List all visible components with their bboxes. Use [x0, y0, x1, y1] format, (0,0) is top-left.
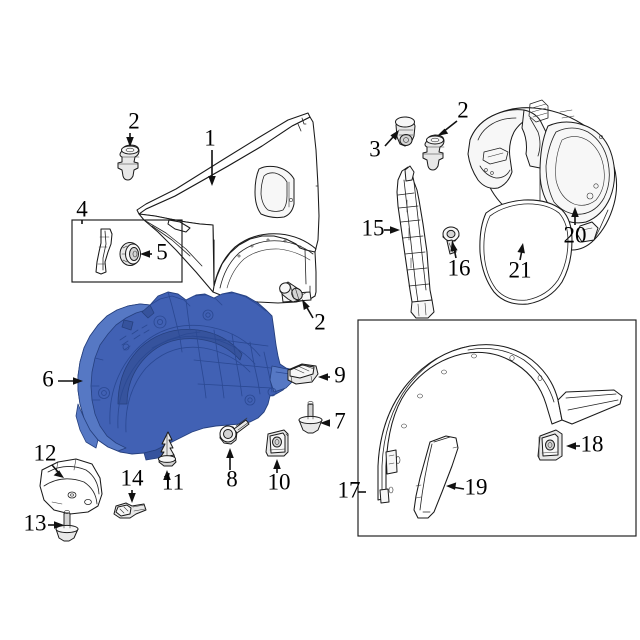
part-fender-reinforcement-bracket: [396, 165, 435, 319]
callout-label-5: 5: [156, 239, 168, 264]
callout-label-13: 13: [24, 510, 47, 535]
callout-label-6: 6: [42, 366, 54, 391]
callout-label-2c: 2: [314, 309, 326, 334]
callout-label-18: 18: [581, 431, 604, 456]
part-fender-retainer-screw-b: [422, 134, 445, 171]
part-deflector-screw: [55, 510, 79, 542]
part-liner-bolt-screw: [219, 417, 250, 445]
callout-label-14: 14: [121, 465, 145, 490]
callout-label-20: 20: [564, 222, 587, 247]
part-barbed-anchor-clip: [113, 502, 147, 519]
part-liner-pine-tree-clip: [158, 431, 177, 467]
part-fender-retainer-screw-a: [117, 144, 140, 181]
callout-label-2a: 2: [128, 108, 140, 133]
callout-label-1: 1: [204, 125, 216, 150]
callout-label-3: 3: [369, 136, 381, 161]
part-liner-push-pin-screw: [298, 401, 323, 434]
part-molding-clip: [537, 429, 563, 461]
callout-label-19: 19: [465, 474, 488, 499]
part-liner-u-nut-clip: [265, 429, 289, 457]
callout-leader-lines: [48, 120, 580, 529]
callout-label-15: 15: [362, 215, 385, 240]
part-push-pin-retainer: [395, 116, 416, 147]
callout-label-10: 10: [268, 469, 291, 494]
part-fender-liner-highlighted: [75, 291, 295, 461]
inset-box-bracket: [71, 219, 183, 283]
callout-number-labels: 1 2 2 2 3 4 5 6 7 8 9 10 11 12 13 14 15 …: [24, 97, 604, 535]
part-molding-insert: [413, 435, 459, 519]
callout-label-8: 8: [226, 466, 238, 491]
part-fender-grommet: [119, 242, 141, 266]
part-lower-deflector-shield: [39, 458, 103, 515]
part-fender-panel: [136, 112, 320, 304]
callout-label-9: 9: [334, 362, 346, 387]
callout-label-2b: 2: [457, 97, 469, 122]
part-fuel-filler-housing: [467, 99, 618, 251]
callout-label-21: 21: [509, 257, 532, 282]
callout-label-17: 17: [338, 477, 361, 502]
part-fender-retainer-screw-c: [279, 281, 308, 303]
inset-box-wheel-arch: [357, 319, 637, 537]
part-fuel-filler-door: [479, 199, 573, 305]
callout-label-4: 4: [76, 196, 88, 221]
part-liner-retaining-clip: [287, 363, 319, 385]
callout-label-7: 7: [334, 408, 346, 433]
part-reinforcement-bolt: [442, 226, 460, 255]
callout-label-11: 11: [162, 469, 184, 494]
callout-label-16: 16: [448, 255, 471, 280]
callout-label-12: 12: [34, 440, 57, 465]
